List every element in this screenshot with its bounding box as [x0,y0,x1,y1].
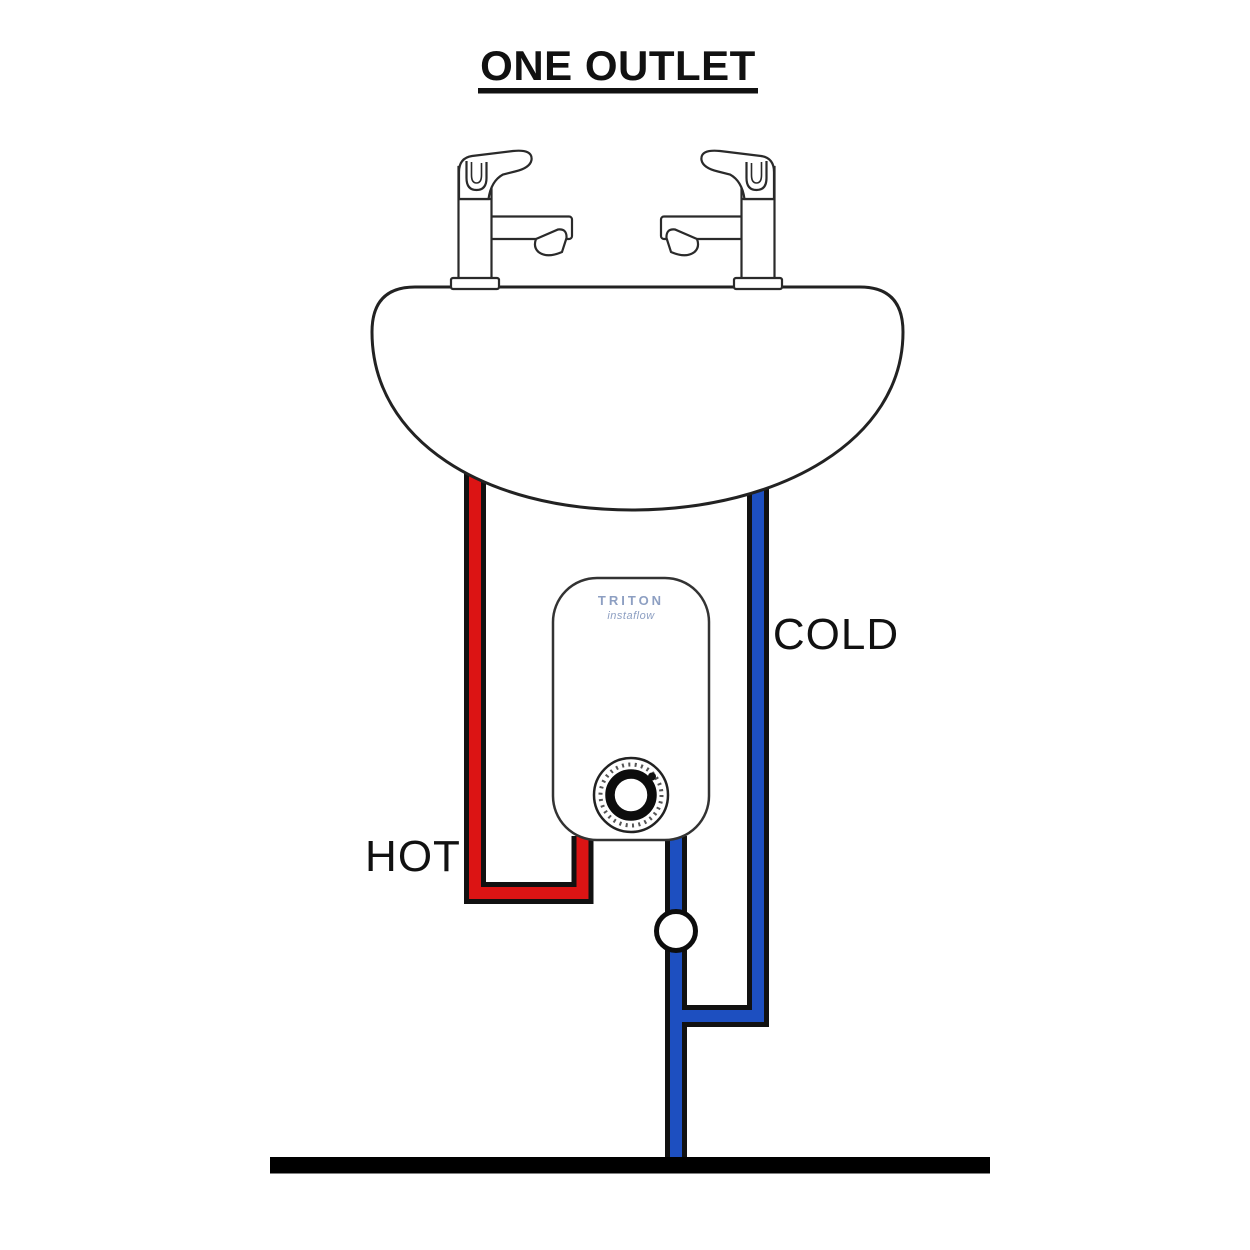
dial-indicator-dot [648,772,656,781]
instant-water-heater: TRITON instaflow [551,576,711,842]
heater-casing [551,576,711,842]
basin [370,285,905,512]
title-underline [478,88,758,94]
cold-tap [659,149,784,291]
dial-knob [605,769,657,821]
temperature-dial [592,756,670,834]
dial-tick-ring [598,762,664,828]
floor-line [270,1157,990,1174]
page-title: ONE OUTLET [480,42,756,89]
cold-label: COLD [773,610,899,659]
heater-brand: TRITON [598,593,664,608]
cold-pipe-branch [670,462,764,1022]
hot-label: HOT [365,832,461,881]
hot-pipe [469,448,589,899]
pipework [464,448,769,1165]
heater-model: instaflow [607,610,655,622]
isolating-valve [654,909,698,953]
hot-tap [449,149,574,291]
